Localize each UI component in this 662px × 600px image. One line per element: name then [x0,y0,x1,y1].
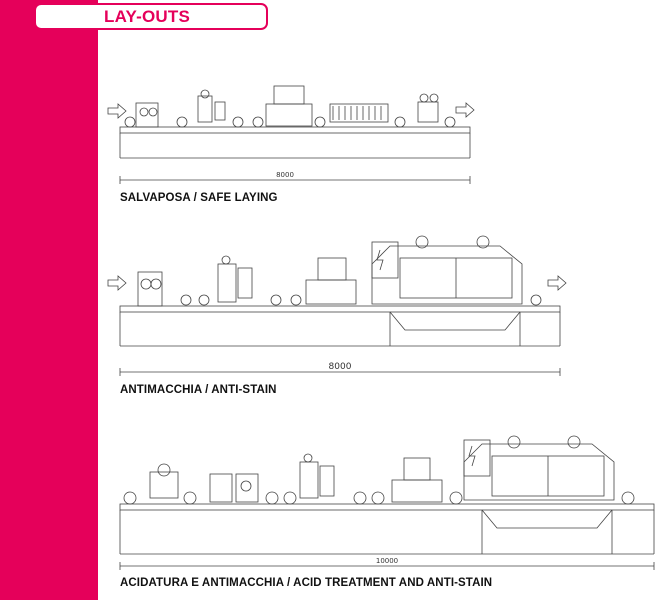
machine-drawing-1: 8000 [107,85,475,184]
section-header-tab: LAY-OUTS [34,3,268,30]
machine-drawing-3: 10000 [119,435,655,570]
layout-caption: SALVAPOSA / SAFE LAYING [120,192,278,204]
machine-drawing-2: 8000 [107,235,567,376]
layout-caption: ACIDATURA E ANTIMACCHIA / ACID TREATMENT… [120,577,493,589]
layout-caption: ANTIMACCHIA / ANTI-STAIN [120,384,277,396]
layout-drawing-anti-stain: 8000 [100,235,660,376]
dimension-label: 8000 [276,171,294,179]
sidebar-accent-bar [0,0,98,600]
dimension-label: 10000 [376,557,398,565]
layout-drawing-acid-anti-stain: 10000 [100,432,660,572]
dimension-label: 8000 [329,362,352,372]
layout-drawing-safe-laying: 8000 [100,80,660,185]
section-title: LAY-OUTS [104,7,190,26]
